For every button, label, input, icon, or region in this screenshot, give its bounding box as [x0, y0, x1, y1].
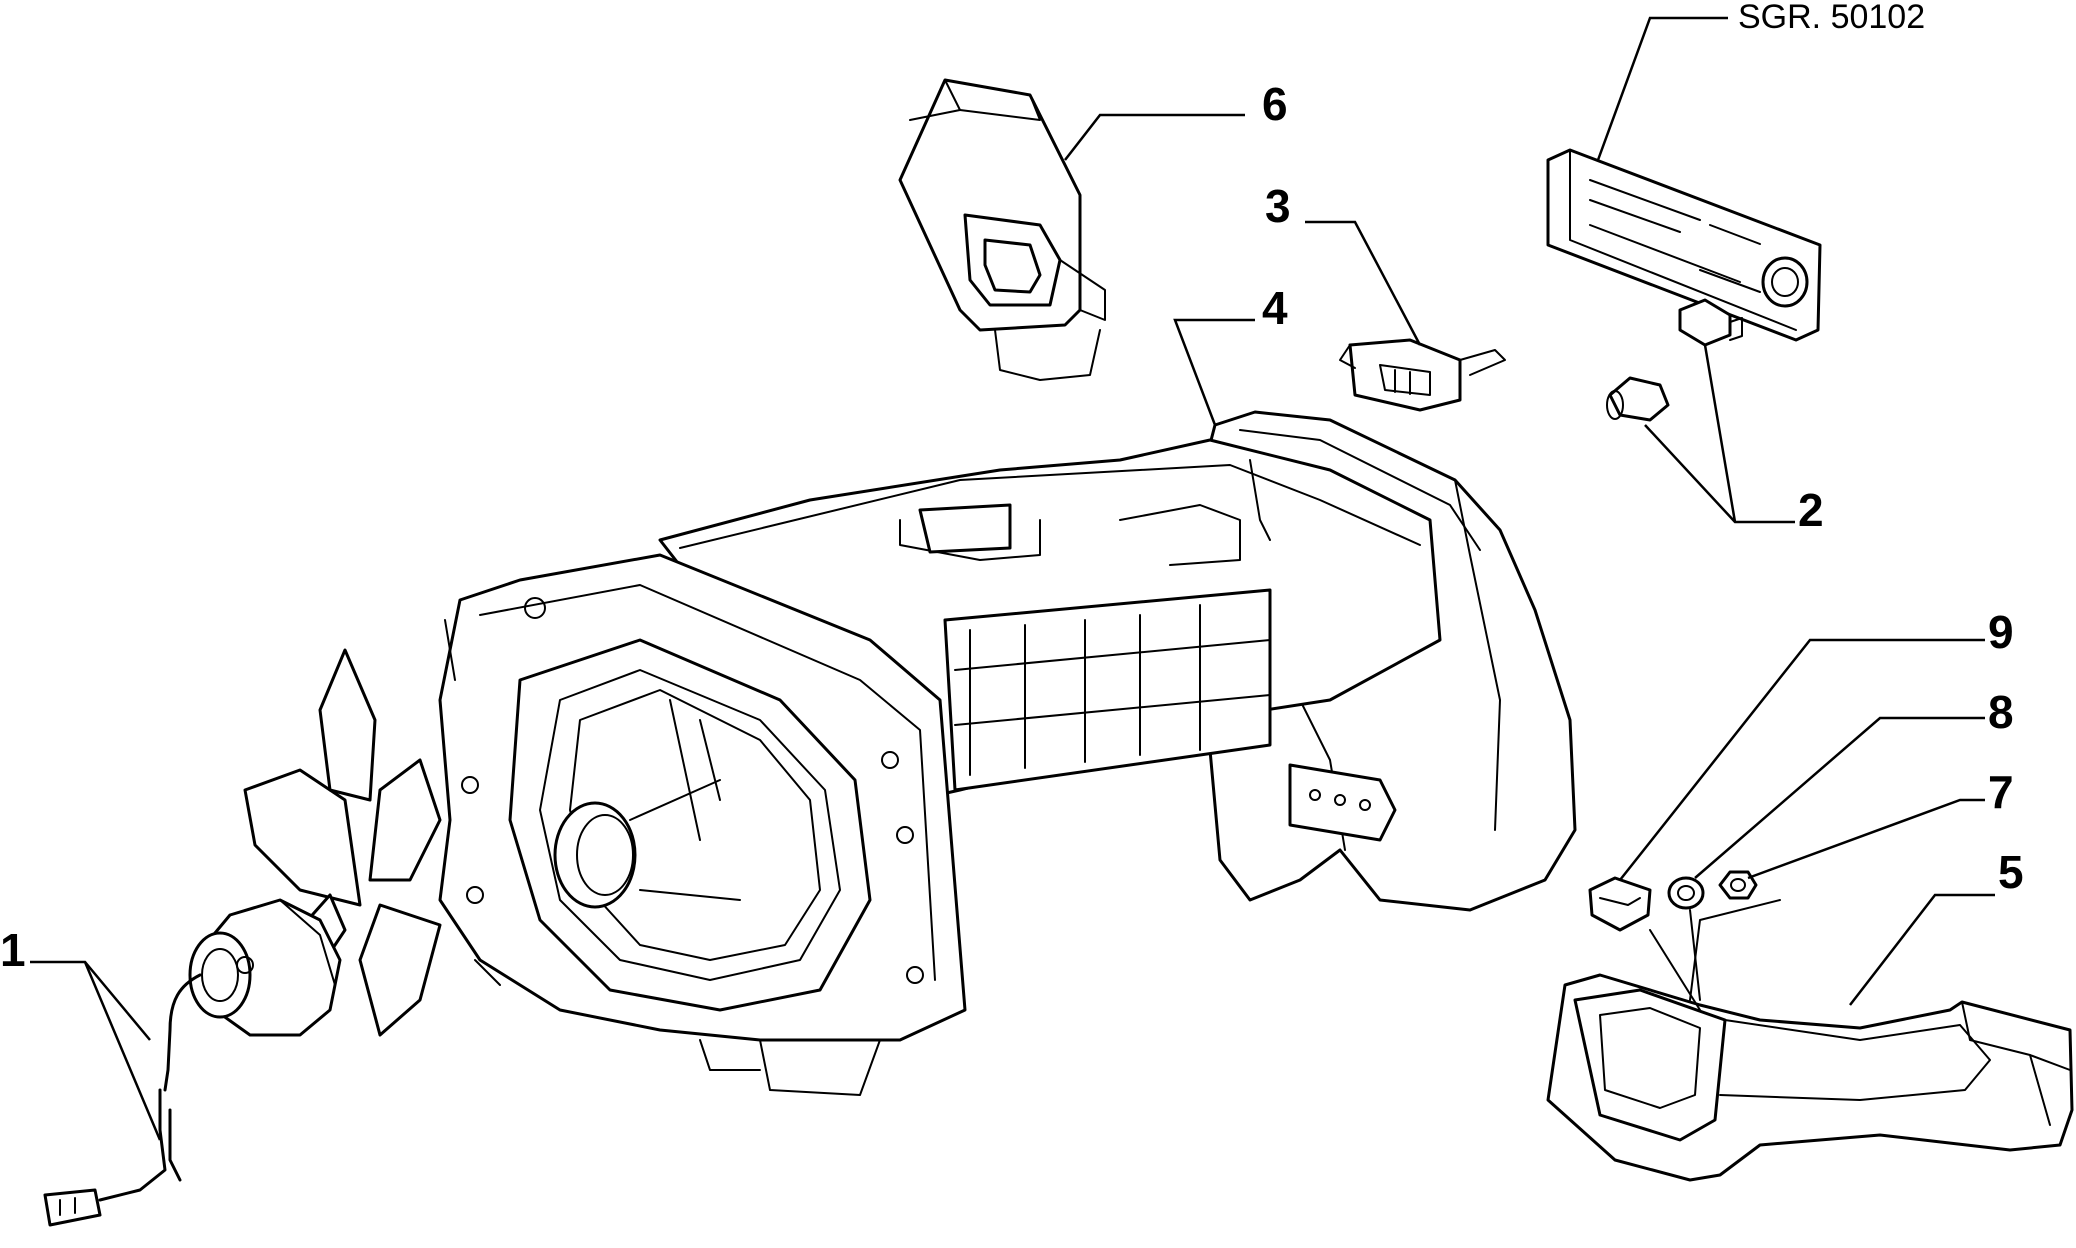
resistor: [1339, 338, 1506, 412]
callout-5: 5: [1998, 846, 2024, 898]
clip: [1588, 876, 1652, 932]
callout-2: 2: [1798, 484, 1824, 536]
heater-unit-housing: [429, 410, 1577, 1096]
control-panel: [1546, 148, 1822, 342]
callout-4: 4: [1262, 282, 1288, 334]
air-duct: [1546, 973, 2074, 1182]
washer: [1667, 876, 1705, 910]
nut: [1718, 870, 1758, 900]
callout-1: 1: [0, 924, 26, 976]
reference-code: SGR. 50102: [1738, 0, 1925, 36]
callout-6: 6: [1262, 78, 1288, 130]
callout-3: 3: [1265, 180, 1291, 232]
leader-reference: [1596, 16, 1728, 161]
bulbs: [1606, 298, 1743, 422]
blower-fan-motor: [43, 648, 442, 1227]
callout-8: 8: [1988, 686, 2014, 738]
leader-lines: [30, 113, 1995, 1141]
callout-7: 7: [1988, 766, 2014, 818]
callout-9: 9: [1988, 606, 2014, 658]
air-vent: [898, 78, 1106, 381]
